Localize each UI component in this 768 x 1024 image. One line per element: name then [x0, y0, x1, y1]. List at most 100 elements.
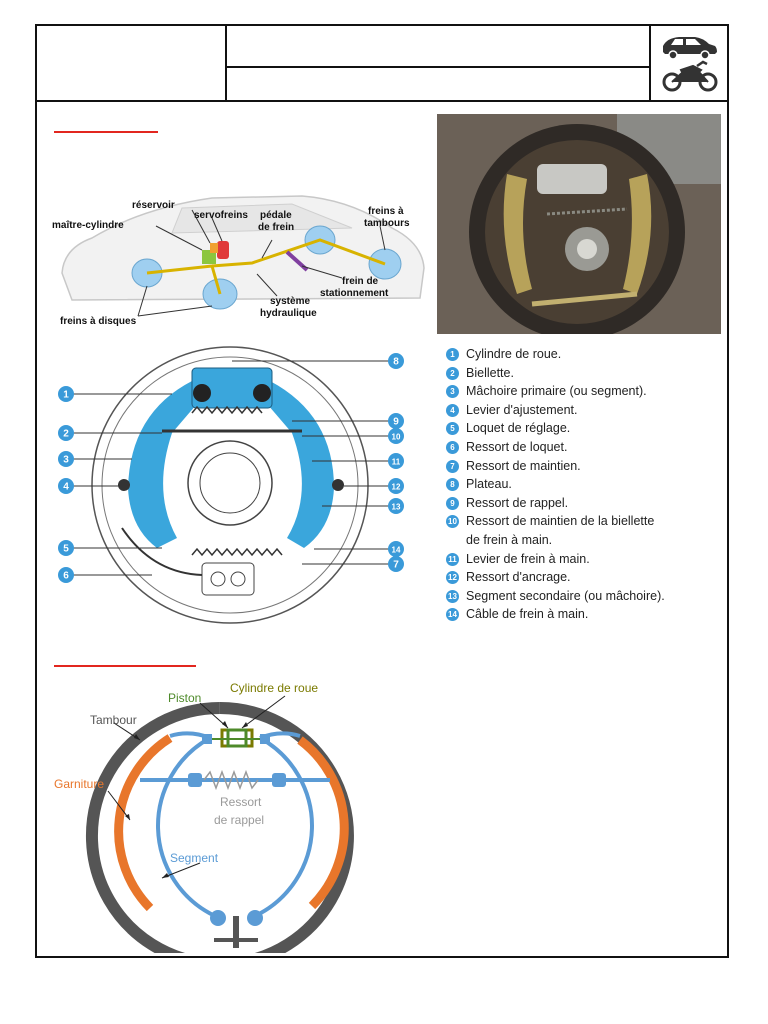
legend-text: Câble de frein à main.	[466, 607, 589, 622]
callout-badge	[58, 425, 74, 441]
callout-badge	[58, 451, 74, 467]
callout-number: 12	[392, 483, 401, 492]
callout-number: 9	[393, 417, 399, 428]
legend-item: 10 Ressort de maintien de la biellette	[446, 512, 686, 531]
legend-text: Loquet de réglage.	[466, 421, 571, 436]
legend-text: Ressort de maintien de la biellette	[466, 514, 655, 529]
label-pedale-2: de frein	[258, 222, 294, 233]
label-segment: Segment	[170, 851, 219, 865]
callout-number: 3	[63, 455, 69, 466]
header-logo-cell	[37, 26, 227, 102]
legend-text: de frein à main.	[466, 532, 553, 547]
label-garniture: Garniture	[54, 777, 104, 791]
legend-text: Ressort de loquet.	[466, 439, 568, 454]
drum-brake-photo	[437, 114, 721, 334]
legend-number: 9	[446, 496, 459, 510]
label-freins-tambours-1: freins à	[368, 206, 404, 217]
label-cylindre-de-roue: Cylindre de roue	[230, 681, 318, 695]
header-vehicle-icons	[651, 26, 727, 102]
legend-item: 1 Cylindre de roue.	[446, 345, 686, 364]
callout-number: 13	[392, 503, 401, 512]
label-frein-stat-1: frein de	[342, 276, 379, 287]
legend-number: 2	[446, 366, 459, 380]
label-reservoir: réservoir	[132, 200, 175, 211]
label-freins-disques: freins à disques	[60, 316, 137, 327]
legend-item: 7 Ressort de maintien.	[446, 457, 686, 476]
section-underline-1	[54, 131, 158, 133]
legend-text: Ressort de maintien.	[466, 458, 581, 473]
label-ressort-2: de rappel	[214, 813, 264, 827]
legend-item: 8 Plateau.	[446, 475, 686, 494]
callout-number: 2	[63, 429, 69, 440]
callout-badge	[388, 498, 404, 514]
section-underline-2	[54, 665, 196, 667]
callout-number: 1	[63, 390, 69, 401]
legend-text: Biellette.	[466, 365, 514, 380]
legend-number: 12	[446, 571, 459, 585]
callout-number: 14	[392, 546, 401, 555]
legend-item: 12 Ressort d'ancrage.	[446, 568, 686, 587]
legend-item: 13 Segment secondaire (ou mâchoire).	[446, 587, 686, 606]
legend-number: 8	[446, 478, 459, 492]
parts-legend: 1 Cylindre de roue. 2 Biellette. 3 Mâchoire…	[446, 345, 686, 624]
legend-text: Ressort d'ancrage.	[466, 570, 571, 585]
legend-item: 14 Câble de frein à main.	[446, 605, 686, 624]
legend-number: 14	[446, 608, 459, 622]
callout-badge	[388, 556, 404, 572]
legend-number: 4	[446, 403, 459, 417]
legend-number: 11	[446, 552, 459, 566]
callout-number: 11	[392, 458, 401, 467]
legend-item: 3 Mâchoire primaire (ou segment).	[446, 382, 686, 401]
callout-badge	[388, 353, 404, 369]
legend-item: 6 Ressort de loquet.	[446, 438, 686, 457]
callout-badge	[388, 453, 404, 469]
legend-number: 13	[446, 589, 459, 603]
label-maitre-cylindre: maître-cylindre	[52, 220, 124, 231]
label-servofreins: servofreins	[194, 210, 248, 221]
car-icon	[663, 37, 717, 60]
legend-item: 2 Biellette.	[446, 364, 686, 383]
label-systeme-2: hydraulique	[260, 308, 317, 319]
braking-system-overview: réservoir maître-cylindre servofreins pé…	[52, 188, 430, 328]
label-piston: Piston	[168, 691, 201, 705]
legend-number: 7	[446, 459, 459, 473]
callout-badge	[388, 541, 404, 557]
callout-badge	[58, 386, 74, 402]
callout-number: 8	[393, 357, 399, 368]
page-frame	[35, 24, 729, 958]
header-subtitle-cell	[227, 68, 651, 102]
legend-number: 3	[446, 385, 459, 399]
legend-text: Ressort de rappel.	[466, 495, 569, 510]
callout-badge	[388, 478, 404, 494]
label-frein-stat-2: stationnement	[320, 288, 389, 299]
callout-number: 10	[392, 433, 401, 442]
callout-number: 7	[393, 560, 399, 571]
legend-text: Segment secondaire (ou mâchoire).	[466, 588, 665, 603]
callout-badge	[58, 478, 74, 494]
callout-badge	[388, 428, 404, 444]
label-ressort-1: Ressort	[220, 795, 262, 809]
legend-text: Cylindre de roue.	[466, 347, 562, 361]
callout-badge	[58, 540, 74, 556]
motorcycle-icon	[662, 60, 718, 92]
legend-text: Levier d'ajustement.	[466, 402, 578, 417]
legend-number: 6	[446, 440, 459, 454]
callout-number: 6	[63, 571, 69, 582]
legend-number: 10	[446, 515, 459, 529]
legend-item: 9 Ressort de rappel.	[446, 494, 686, 513]
callout-number: 5	[63, 544, 69, 555]
label-systeme-1: système	[270, 296, 310, 307]
legend-text: Levier de frein à main.	[466, 551, 590, 566]
label-tambour: Tambour	[90, 713, 137, 727]
drum-brake-schematic: Piston Cylindre de roue Tambour Garnitur…	[50, 678, 390, 970]
legend-text: Plateau.	[466, 477, 512, 492]
legend-item-continuation: de frein à main.	[446, 531, 686, 550]
legend-item: 11 Levier de frein à main.	[446, 550, 686, 569]
label-freins-tambours-2: tambours	[364, 218, 410, 229]
label-pedale-1: pédale	[260, 210, 292, 221]
legend-number: 1	[446, 348, 459, 361]
callout-badge	[58, 567, 74, 583]
legend-text: Mâchoire primaire (ou segment).	[466, 384, 647, 399]
